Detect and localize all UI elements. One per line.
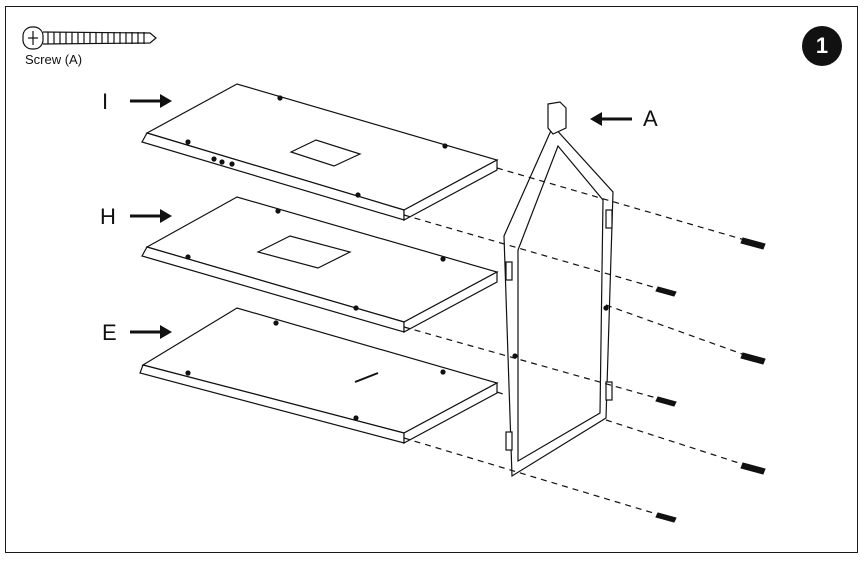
shelf-h: [141, 196, 499, 334]
shelf-e: [139, 307, 499, 445]
hardware-label: Screw (A): [25, 52, 83, 67]
guide-lines: [403, 167, 746, 516]
step-number-badge: 1: [802, 26, 842, 66]
side-panel-a: [503, 101, 614, 478]
part-arrows: [130, 94, 632, 339]
part-label-e: E: [102, 320, 117, 345]
part-label-h: H: [100, 204, 116, 229]
shelf-i: [141, 83, 499, 222]
screw-icon: [22, 26, 157, 50]
instruction-frame: [5, 6, 858, 553]
part-label-a: A: [643, 106, 658, 131]
screws: [655, 237, 766, 523]
part-label-i: I: [102, 89, 109, 114]
